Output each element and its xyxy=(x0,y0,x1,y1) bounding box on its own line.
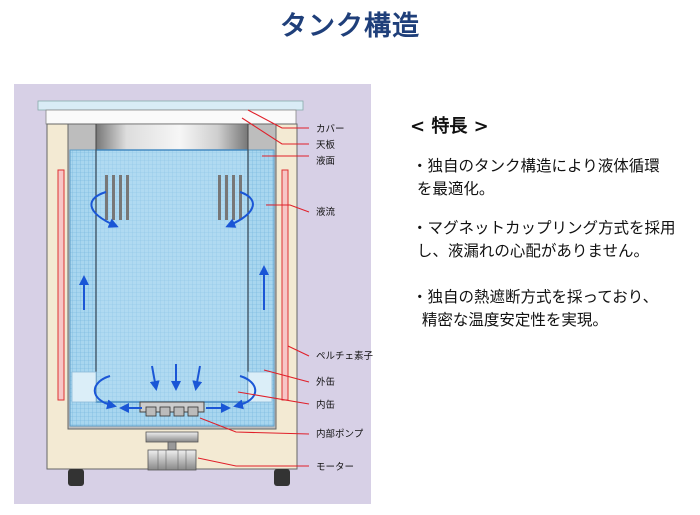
foot-right xyxy=(274,469,290,486)
label-internal-pump: 内部ポンプ xyxy=(316,428,364,440)
top-plate xyxy=(45,109,297,125)
label-liquid-surface: 液面 xyxy=(316,155,335,167)
label-top-plate: 天板 xyxy=(316,139,336,151)
features-heading: < 特長 > xyxy=(410,116,489,137)
label-cover: カバー xyxy=(316,124,345,135)
coupling xyxy=(145,431,199,443)
label-inner-can: 内缶 xyxy=(316,399,335,411)
peltier-left xyxy=(57,169,65,401)
flow-arrows xyxy=(79,191,269,413)
label-motor: モーター xyxy=(316,462,354,473)
leader-lines xyxy=(197,109,310,467)
label-liquid-flow: 液流 xyxy=(316,206,336,218)
inner-can-top xyxy=(95,123,249,151)
cover xyxy=(37,100,304,111)
feature-item: ・独自の熱遮断方式を採っており、 精密な温度安定性を実現。 xyxy=(412,288,659,329)
foot-left xyxy=(68,469,84,486)
motor xyxy=(147,449,197,471)
slits-right xyxy=(218,175,242,220)
feature-item: ・独自のタンク構造により液体循環 を最適化。 xyxy=(412,157,660,198)
label-outer-can: 外缶 xyxy=(316,376,335,388)
feature-item: ・マグネットカップリング方式を採用 し、液漏れの心配がありません。 xyxy=(412,219,676,260)
page-title: タンク構造 xyxy=(280,11,420,42)
label-peltier: ペルチェ素子 xyxy=(316,350,374,362)
slits-left xyxy=(105,175,129,220)
